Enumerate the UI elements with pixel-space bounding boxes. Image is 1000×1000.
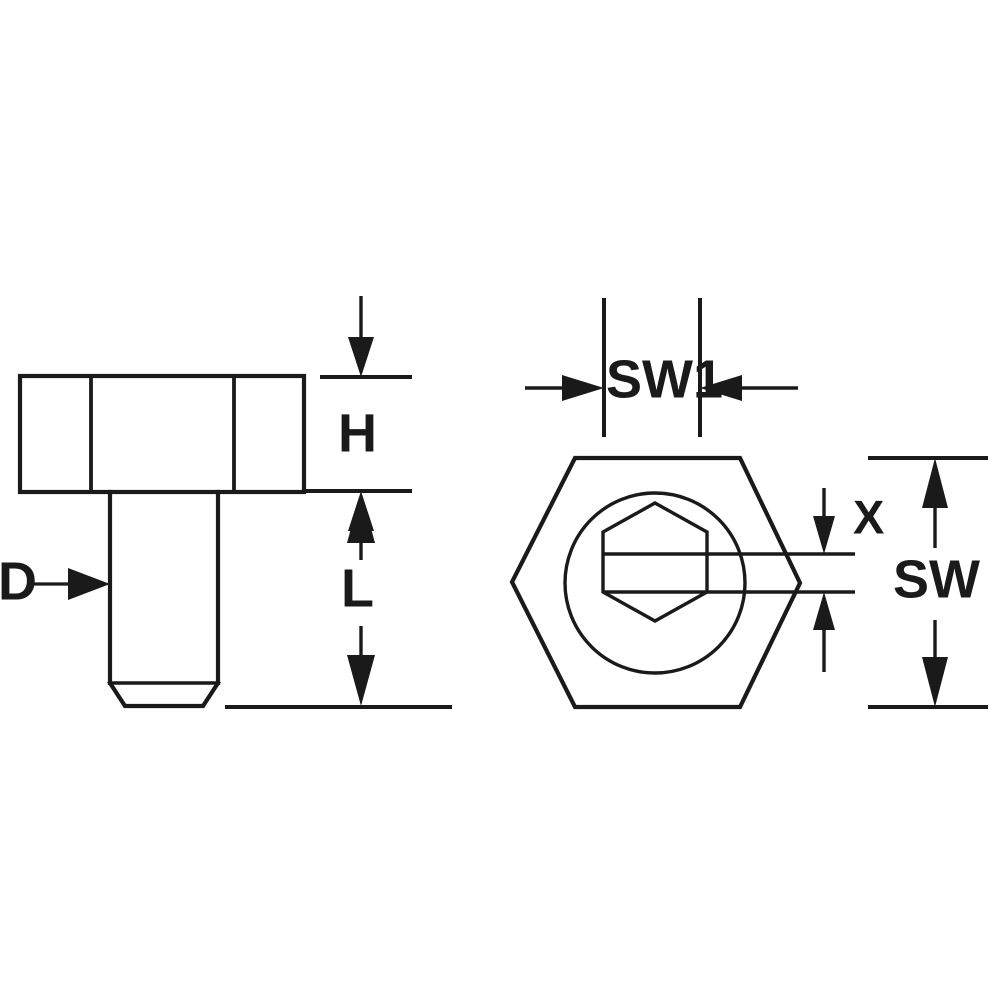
dimension-label-X: X <box>853 490 884 543</box>
dimension-L: L <box>341 492 375 706</box>
hex-inscribed-circle <box>563 491 747 675</box>
dimension-D-arrowhead <box>68 568 110 600</box>
dimension-X-arrowhead-top <box>813 516 835 554</box>
bolt-head-outline <box>17 373 307 495</box>
hex-head-outline <box>509 455 803 710</box>
dimension-H: H <box>338 296 377 531</box>
top-view: SW1 X SW <box>509 298 988 710</box>
dimension-X-arrowhead-bottom <box>813 592 835 630</box>
dimension-SW1-arrowhead-left <box>562 375 604 401</box>
dimension-label-H: H <box>338 403 377 463</box>
dimension-D: D <box>0 551 110 611</box>
dimension-label-D: D <box>0 551 37 611</box>
dimension-SW: SW <box>893 458 980 707</box>
bolt-shank-chamfer <box>107 680 221 709</box>
dimension-label-L: L <box>341 558 374 618</box>
dimension-L-arrowhead-top <box>347 492 375 543</box>
dimension-X: X <box>813 488 884 672</box>
side-view: D H L <box>0 296 452 709</box>
dimension-SW-arrowhead-top <box>922 458 948 508</box>
dimension-label-SW: SW <box>893 549 980 609</box>
dimension-H-arrowhead-top <box>348 337 374 377</box>
dimension-L-arrowhead-bottom <box>347 655 375 706</box>
hex-socket-outline <box>601 501 709 623</box>
dimension-label-SW1: SW1 <box>606 349 723 409</box>
dimension-SW1-arrowhead-right <box>700 375 742 401</box>
dimension-SW1: SW1 <box>525 349 798 409</box>
dimension-SW-arrowhead-bottom <box>922 657 948 707</box>
bolt-shank-sides <box>107 489 221 686</box>
